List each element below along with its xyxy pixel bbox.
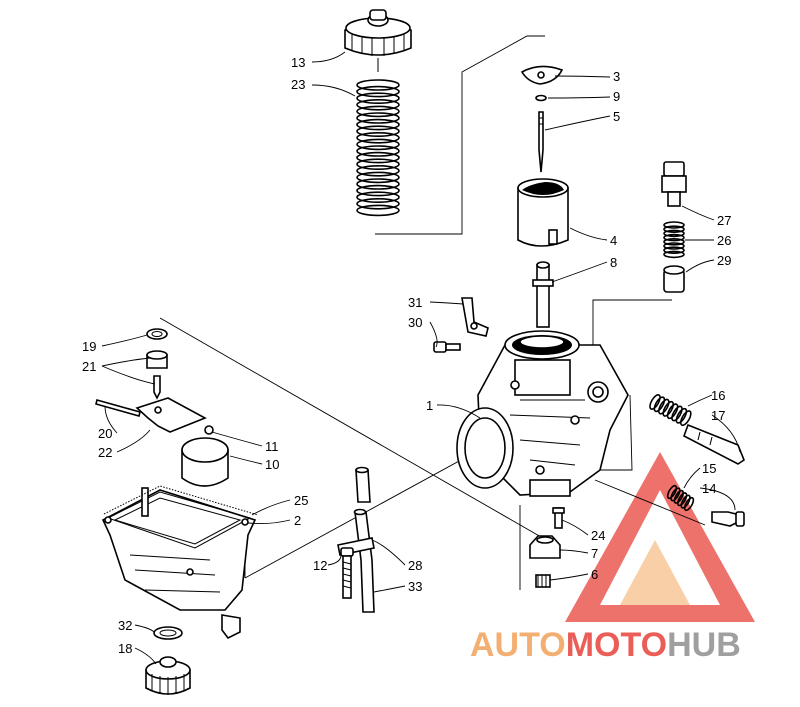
watermark-auto: AUTO bbox=[470, 626, 566, 664]
callout-22: 22 bbox=[98, 445, 112, 460]
callout-2: 2 bbox=[294, 513, 301, 528]
callout-32: 32 bbox=[118, 618, 132, 633]
float-valve-seat bbox=[146, 350, 168, 369]
jet-holder bbox=[529, 535, 561, 559]
callout-31: 31 bbox=[408, 295, 422, 310]
callout-7: 7 bbox=[591, 546, 598, 561]
float-arm bbox=[135, 397, 207, 433]
clamp-screw bbox=[340, 547, 354, 599]
callout-4: 4 bbox=[610, 233, 617, 248]
callout-21: 21 bbox=[82, 359, 96, 374]
vent-tube-long bbox=[353, 508, 375, 613]
callout-17: 17 bbox=[711, 408, 725, 423]
callout-28: 28 bbox=[408, 558, 422, 573]
watermark-logo bbox=[565, 452, 755, 622]
watermark-moto: MOTO bbox=[566, 626, 667, 664]
float bbox=[181, 437, 229, 487]
callout-15: 15 bbox=[702, 461, 716, 476]
callout-27: 27 bbox=[717, 213, 731, 228]
throttle-slide bbox=[517, 178, 569, 247]
callout-24: 24 bbox=[591, 528, 605, 543]
float-pin bbox=[95, 399, 141, 417]
adjuster-spring bbox=[663, 221, 685, 259]
callout-6: 6 bbox=[591, 567, 598, 582]
adjuster-nut bbox=[663, 265, 685, 293]
assembly-lines bbox=[159, 35, 706, 590]
callout-30: 30 bbox=[408, 315, 422, 330]
callout-5: 5 bbox=[613, 109, 620, 124]
svg-text:AUTOMOTOHUB: AUTOMOTOHUB bbox=[470, 626, 741, 664]
float-stopper bbox=[204, 425, 214, 435]
callout-1: 1 bbox=[426, 398, 433, 413]
throttle-spring bbox=[356, 79, 400, 217]
drain-plug-washer bbox=[153, 626, 183, 640]
jet-needle bbox=[538, 111, 544, 173]
callout-10: 10 bbox=[265, 457, 279, 472]
main-jet bbox=[535, 574, 551, 588]
callout-23: 23 bbox=[291, 77, 305, 92]
bracket-screw bbox=[433, 341, 461, 353]
callout-14: 14 bbox=[702, 481, 716, 496]
needle-clip bbox=[535, 94, 547, 102]
float-bowl bbox=[101, 487, 257, 640]
air-screw bbox=[711, 511, 745, 527]
callout-8: 8 bbox=[610, 255, 617, 270]
callout-13: 13 bbox=[291, 55, 305, 70]
cable-adjuster bbox=[661, 161, 687, 207]
callout-26: 26 bbox=[717, 233, 731, 248]
callout-19: 19 bbox=[82, 339, 96, 354]
needle-retainer-plate bbox=[520, 65, 564, 85]
callout-29: 29 bbox=[717, 253, 731, 268]
callout-3: 3 bbox=[613, 69, 620, 84]
callout-25: 25 bbox=[294, 493, 308, 508]
callout-20: 20 bbox=[98, 426, 112, 441]
callout-labels: 13 23 3 9 5 27 4 26 8 29 31 30 19 21 1 1… bbox=[82, 55, 731, 656]
callout-9: 9 bbox=[613, 89, 620, 104]
cable-bracket bbox=[461, 297, 489, 337]
callout-12: 12 bbox=[313, 558, 327, 573]
idle-adjust-screw bbox=[683, 423, 745, 465]
float-needle bbox=[153, 375, 161, 400]
leader-lines bbox=[101, 51, 741, 665]
float-valve-washer bbox=[146, 328, 168, 340]
air-screw-spring bbox=[666, 484, 695, 512]
watermark-hub: HUB bbox=[667, 626, 741, 664]
pilot-jet bbox=[552, 507, 565, 529]
slide-stem bbox=[532, 261, 554, 328]
watermark-text: AUTOMOTOHUB bbox=[470, 626, 741, 664]
idle-spring bbox=[649, 394, 692, 427]
callout-16: 16 bbox=[711, 388, 725, 403]
drain-plug bbox=[145, 656, 191, 695]
carburetor-top-cap bbox=[344, 9, 412, 72]
callout-11: 11 bbox=[265, 439, 279, 454]
carburetor-body bbox=[456, 330, 629, 497]
callout-18: 18 bbox=[118, 641, 132, 656]
callout-33: 33 bbox=[408, 579, 422, 594]
vent-tube-short bbox=[355, 466, 371, 503]
